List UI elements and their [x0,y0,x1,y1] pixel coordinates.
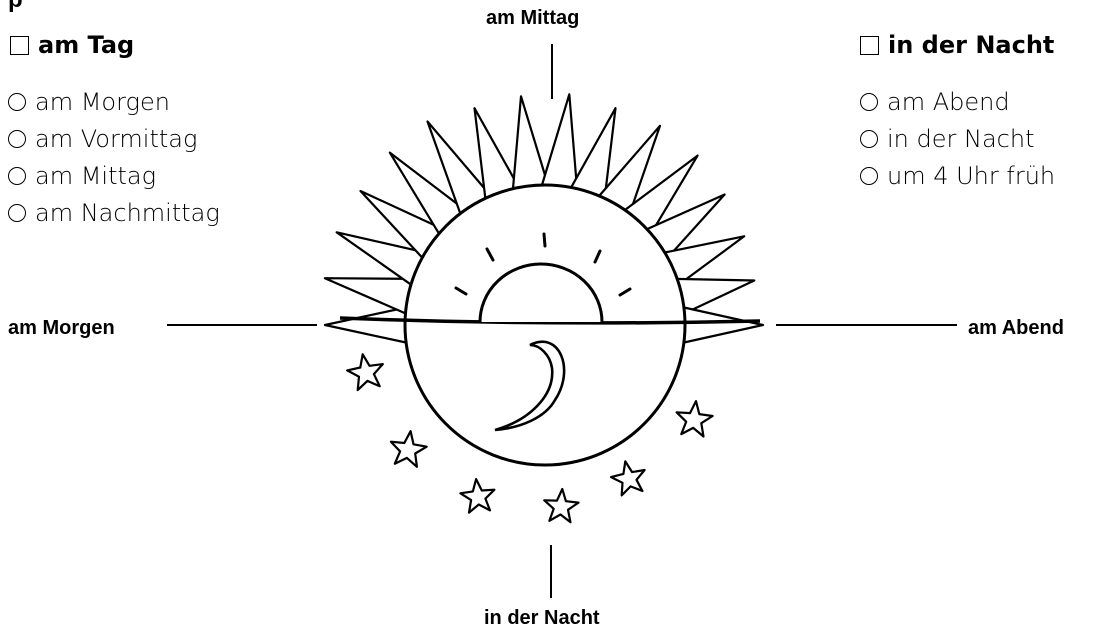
sun-ray [325,278,415,314]
star-icon [611,461,645,495]
star-icon [677,401,713,436]
star-icon [460,479,494,512]
sun-disc [405,185,685,465]
sun-ray [513,96,549,191]
sun-ray [325,307,408,343]
star-icon [347,354,383,390]
sun-ray [541,94,577,191]
sun-ray [682,307,763,343]
star-icon [544,489,578,522]
star-icon [391,431,427,467]
